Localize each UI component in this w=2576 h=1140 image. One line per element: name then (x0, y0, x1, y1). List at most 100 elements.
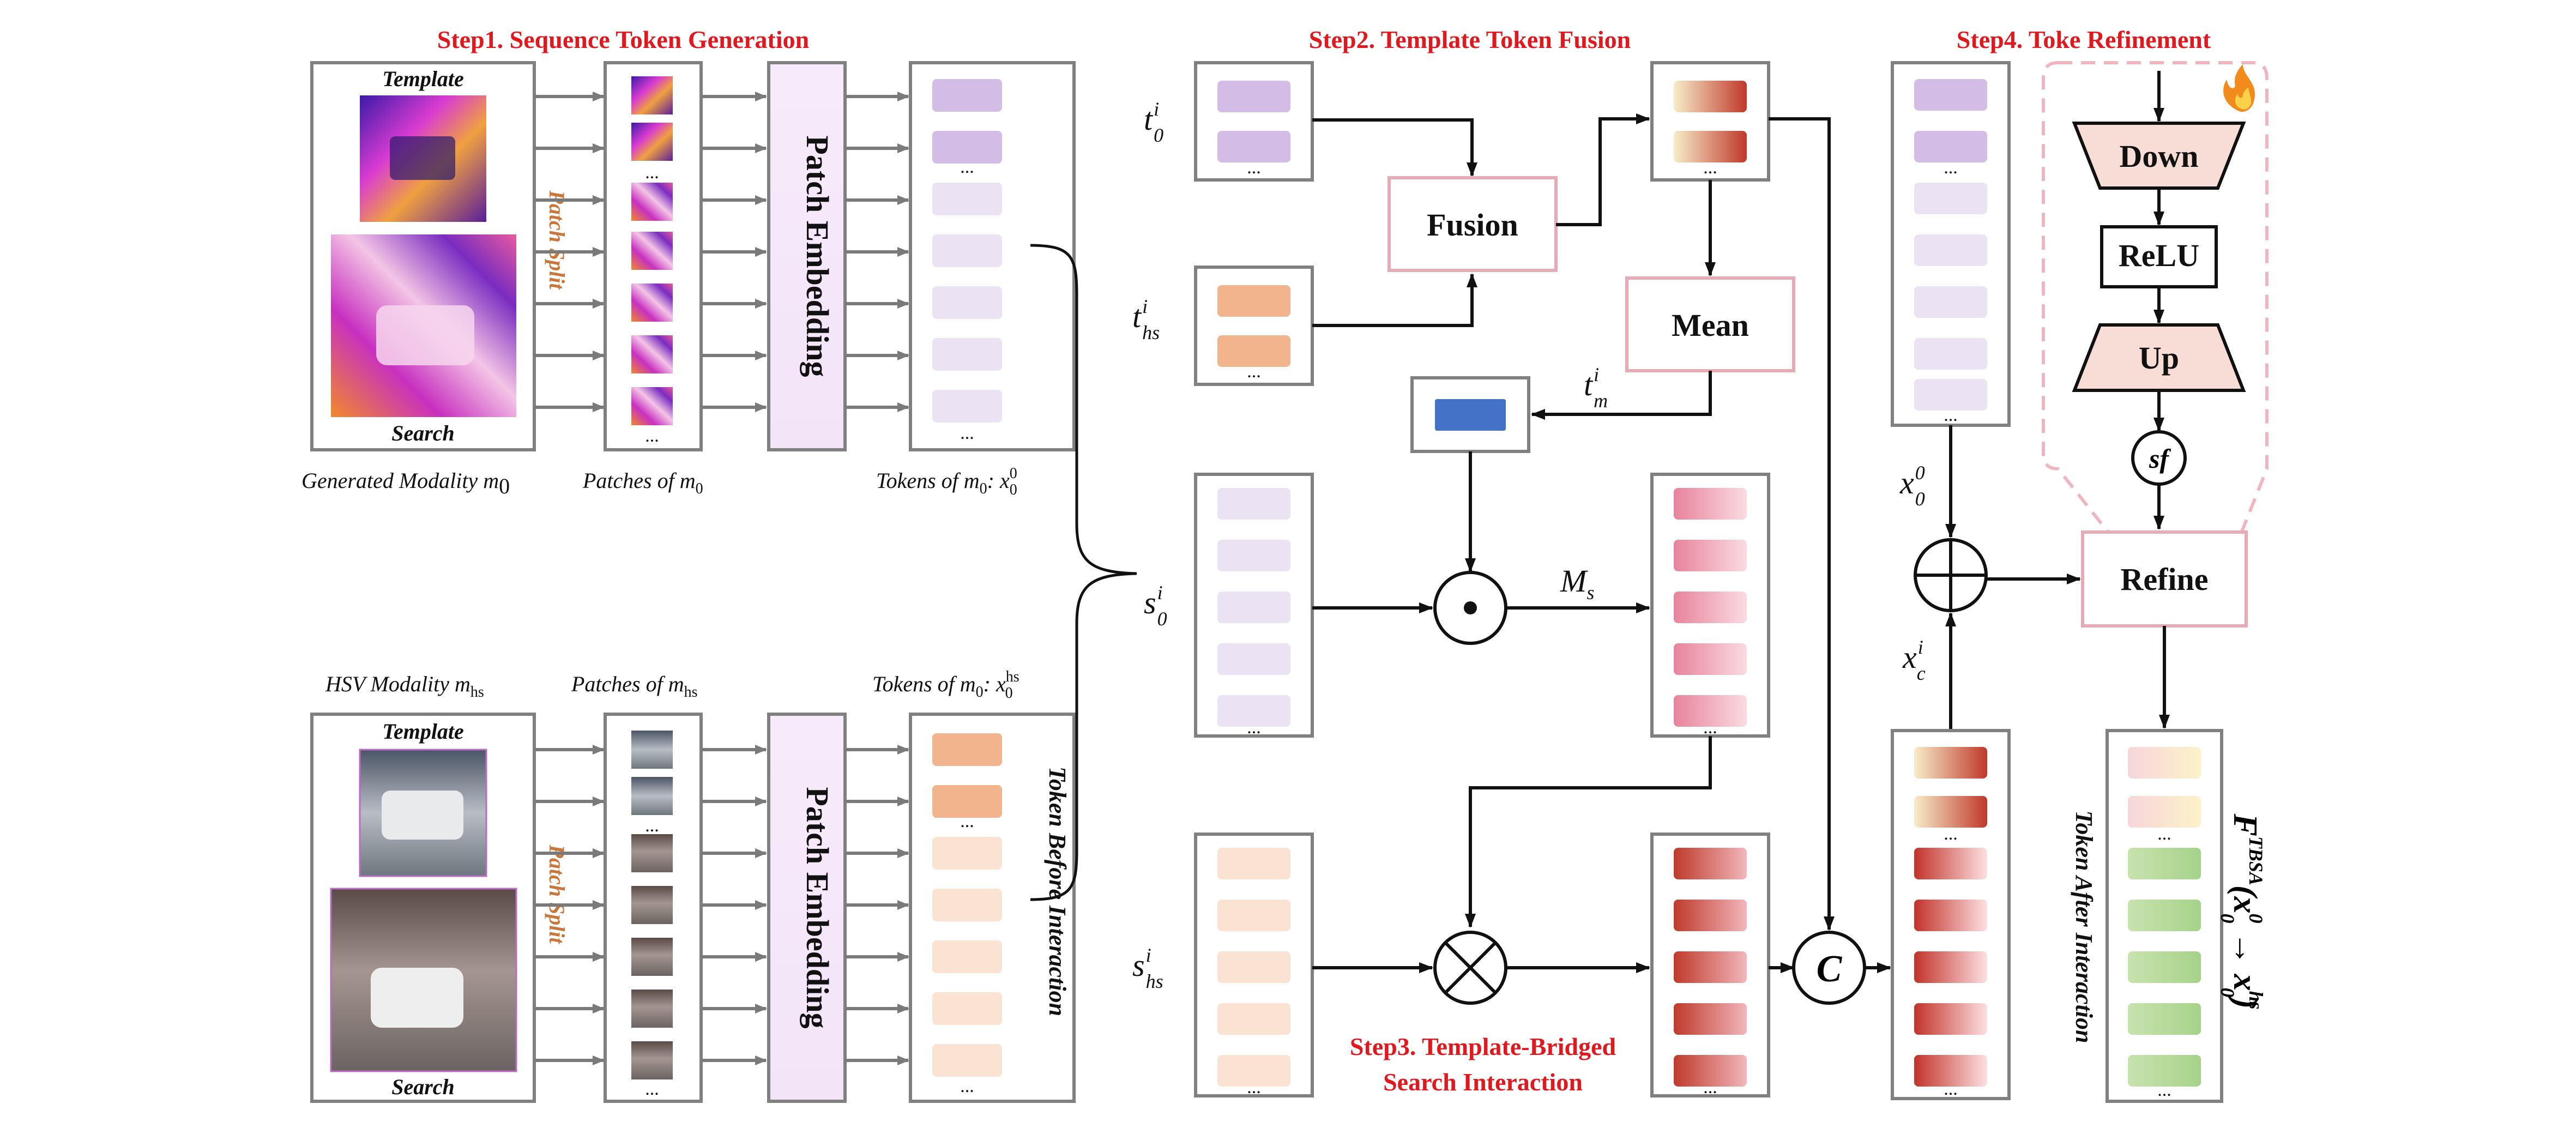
ftbsa-formula: FTBSA(x00 → xhs0) (2217, 813, 2267, 1009)
patch-to-embed-arrows-bottom (701, 745, 767, 1065)
template-token-hs (932, 733, 1002, 766)
mean-token-box (1410, 376, 1530, 453)
patches-column-top: ... ... (604, 61, 703, 451)
svg-text:...: ... (1944, 1079, 1958, 1099)
svg-text:...: ... (960, 423, 974, 443)
svg-text:...: ... (1247, 717, 1261, 738)
ths-token-box: ... (1194, 266, 1314, 386)
multiply-node (1433, 931, 1507, 1005)
step2-title: Step2. Template Token Fusion (1309, 26, 1631, 53)
token-after-interaction-label: Token After Interaction (2071, 810, 2097, 1043)
search-token-hs (932, 1044, 1002, 1077)
svg-text:...: ... (2157, 824, 2171, 844)
search-token-hs (932, 992, 1002, 1025)
search-token-hs (932, 889, 1002, 921)
fusion-label: Fusion (1427, 207, 1518, 243)
patch-embedding-top: Patch Embedding (767, 61, 847, 451)
brace (1030, 244, 1137, 901)
patch-split-label-hsv: Patch Split (545, 844, 569, 944)
patch-embedding-label-bottom: Patch Embedding (800, 787, 835, 1028)
svg-text:...: ... (645, 162, 659, 183)
token-column-top: ... ... (909, 61, 1076, 451)
mean-box: Mean (1625, 276, 1795, 372)
up-label: Up (2139, 340, 2179, 376)
generated-modality-panel: Template Search Patch Split (310, 61, 569, 451)
search-token (932, 390, 1002, 423)
patch-arrows-top (534, 92, 605, 412)
patch-embedding-bottom: Patch Embedding (767, 713, 847, 1103)
down-label: Down (2119, 138, 2198, 174)
search-token (932, 338, 1002, 371)
interacted-search-box: ... (1650, 833, 1770, 1097)
token-column-bottom: ... ... (909, 713, 1076, 1103)
search-token-hs (932, 940, 1002, 973)
patch-to-embed-arrows-top (701, 92, 767, 412)
hadamard-product-node (1433, 571, 1507, 645)
svg-text:...: ... (960, 811, 974, 831)
x00-token-box: ... ... (1891, 61, 2011, 427)
svg-text:...: ... (1247, 361, 1261, 382)
svg-text:...: ... (645, 426, 659, 446)
concat-label: C (1817, 948, 1843, 990)
search-label: Search (391, 421, 455, 445)
ms-symbol: Ms (1560, 563, 1594, 604)
concat-node: C (1792, 931, 1866, 1005)
step1-title: Step1. Sequence Token Generation (437, 26, 809, 53)
caption-patches-m0: Patches of m0 (582, 468, 703, 497)
search-token-hs (932, 837, 1002, 870)
embed-to-token-arrows-top (845, 92, 909, 412)
template-label-hsv: Template (382, 719, 464, 744)
concat-output-box: ... ... (1891, 729, 2011, 1100)
template-label: Template (382, 67, 464, 91)
relu-label: ReLU (2119, 238, 2199, 273)
template-token (932, 131, 1002, 164)
svg-text:...: ... (1944, 158, 1958, 178)
shs-token-box: ... (1194, 833, 1314, 1097)
caption-hsv-modality: HSV Modality mhs (325, 672, 484, 701)
sf-label: sf (2149, 443, 2171, 474)
caption-patches-mhs: Patches of mhs (571, 672, 698, 701)
search-label-hsv: Search (391, 1075, 455, 1099)
refine-box: Refine (2081, 530, 2248, 628)
ms-token-box: ... (1650, 473, 1770, 738)
patch-arrows-bottom (534, 745, 605, 1065)
fire-icon (2223, 64, 2255, 112)
embed-to-token-arrows-bottom (845, 745, 909, 1065)
mean-token (1435, 399, 1506, 431)
svg-text:...: ... (1944, 824, 1958, 844)
step4-title: Step4. Toke Refinement (1957, 26, 2211, 53)
relu-block: ReLU (2100, 225, 2218, 288)
patch-split-label: Patch Split (545, 190, 569, 290)
refine-dashed-container (2042, 61, 2269, 536)
template-token-hs (932, 785, 1002, 818)
svg-text:...: ... (960, 157, 974, 177)
search-token (932, 286, 1002, 319)
patch-embedding-label-top: Patch Embedding (800, 135, 835, 377)
search-token (932, 183, 1002, 215)
caption-generated-modality: Generated Modality m0 (301, 468, 510, 498)
svg-text:...: ... (1247, 1077, 1261, 1097)
down-block: Down (2072, 122, 2246, 190)
mean-label: Mean (1672, 307, 1749, 343)
svg-text:...: ... (1703, 1077, 1717, 1097)
svg-text:...: ... (1703, 717, 1717, 738)
hsv-modality-panel: Template Search Patch Split (310, 713, 569, 1103)
t0-token-box: ... (1194, 61, 1314, 182)
scale-factor-node: sf (2131, 430, 2187, 486)
svg-text:...: ... (2157, 1080, 2171, 1100)
template-token (932, 79, 1002, 112)
svg-text:...: ... (645, 816, 659, 836)
add-node (1914, 538, 1988, 612)
svg-text:...: ... (1703, 158, 1717, 178)
svg-text:...: ... (645, 1079, 659, 1099)
fused-template-box: ... (1650, 61, 1770, 182)
